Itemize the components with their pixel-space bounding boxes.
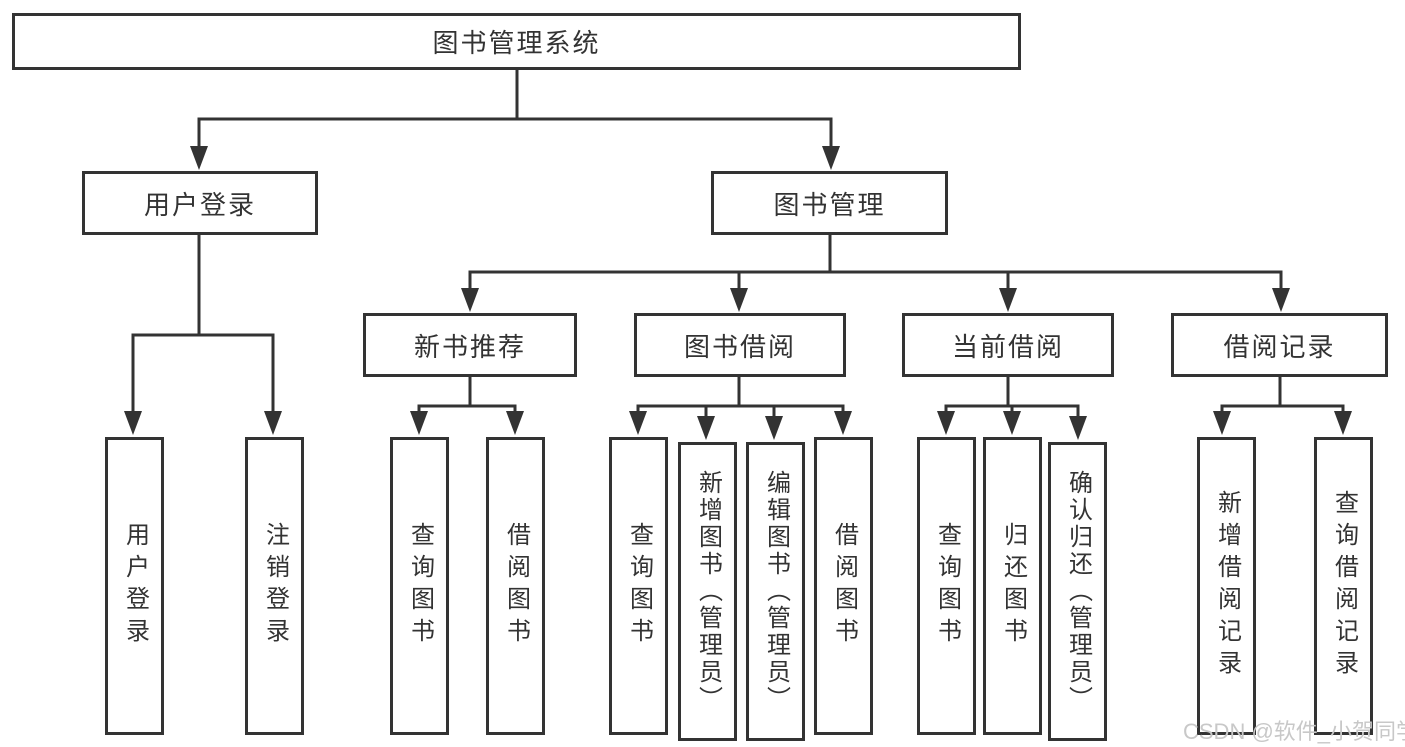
- node-book-borrowing: 图书借阅: [634, 313, 846, 377]
- node-library-system: 图书管理系统: [12, 13, 1021, 70]
- leaf-confirm-return-admin: 确认归还（管理员）: [1048, 442, 1107, 741]
- leaf-add-borrow-record-label: 新增借阅记录: [1213, 490, 1241, 682]
- leaf-query-books-recommend: 查询图书: [390, 437, 449, 735]
- leaf-query-books-recommend-label: 查询图书: [406, 522, 434, 650]
- leaf-logout: 注销登录: [245, 437, 304, 735]
- leaf-query-books-current: 查询图书: [917, 437, 976, 735]
- leaf-add-book-admin: 新增图书（管理员）: [678, 442, 737, 741]
- leaf-borrow-books-borrowing-label: 借阅图书: [830, 522, 858, 650]
- arrowheads: [124, 146, 1352, 440]
- node-current-borrowing: 当前借阅: [902, 313, 1114, 377]
- csdn-watermark: CSDN @软件_小贺同学: [1183, 719, 1405, 744]
- leaf-user-login-label: 用户登录: [121, 522, 149, 650]
- leaf-query-books-current-label: 查询图书: [933, 522, 961, 650]
- leaf-query-books-borrowing-label: 查询图书: [625, 522, 653, 650]
- node-new-book-recommendation: 新书推荐: [363, 313, 577, 377]
- node-user-login-branch: 用户登录: [82, 171, 318, 235]
- leaf-edit-book-admin: 编辑图书（管理员）: [746, 442, 805, 741]
- leaf-borrow-books-recommend-label: 借阅图书: [502, 522, 530, 650]
- leaf-add-borrow-record: 新增借阅记录: [1197, 437, 1256, 735]
- leaf-borrow-books-borrowing: 借阅图书: [814, 437, 873, 735]
- node-book-management: 图书管理: [711, 171, 948, 235]
- leaf-logout-label: 注销登录: [261, 522, 289, 650]
- leaf-query-books-borrowing: 查询图书: [609, 437, 668, 735]
- leaf-user-login: 用户登录: [105, 437, 164, 735]
- leaf-edit-book-admin-label: 编辑图书（管理员）: [762, 470, 790, 713]
- leaf-add-book-admin-label: 新增图书（管理员）: [694, 470, 722, 713]
- leaf-query-borrow-record-label: 查询借阅记录: [1330, 490, 1358, 682]
- leaf-return-book: 归还图书: [983, 437, 1042, 735]
- leaf-borrow-books-recommend: 借阅图书: [486, 437, 545, 735]
- node-borrowing-records: 借阅记录: [1171, 313, 1388, 377]
- leaf-return-book-label: 归还图书: [999, 522, 1027, 650]
- leaf-confirm-return-admin-label: 确认归还（管理员）: [1064, 470, 1092, 713]
- leaf-query-borrow-record: 查询借阅记录: [1314, 437, 1373, 735]
